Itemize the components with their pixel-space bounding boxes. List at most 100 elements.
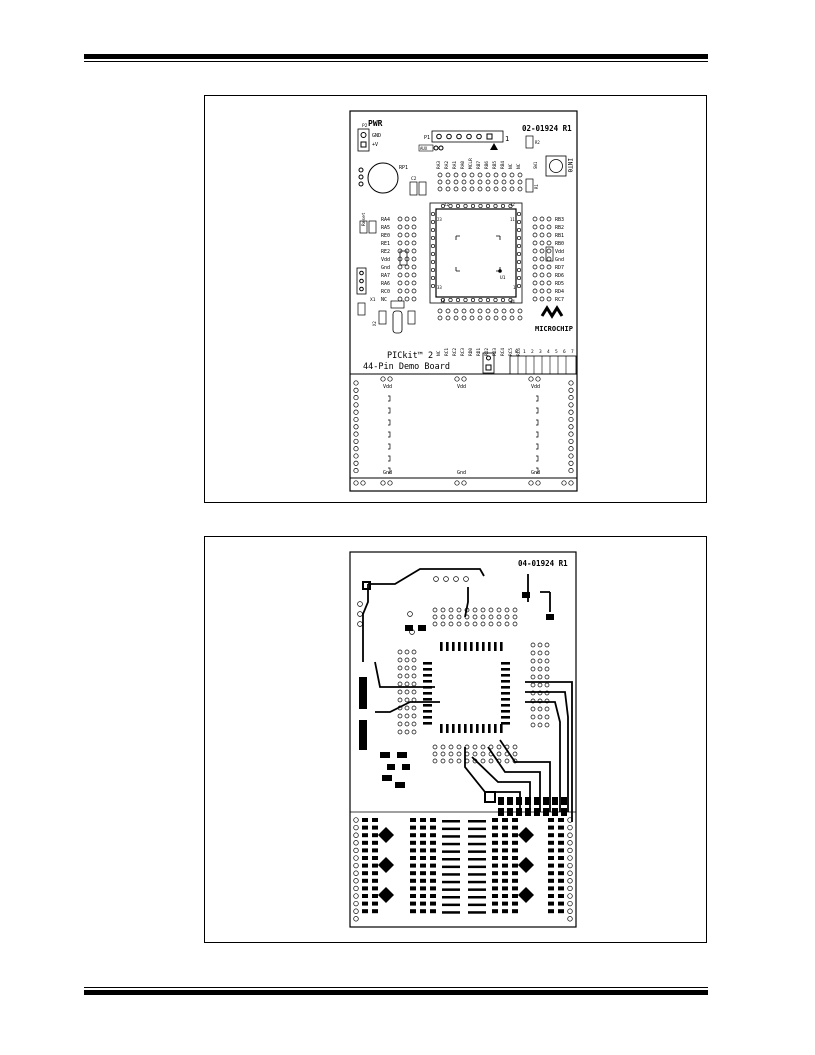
left-pin-labels: RA4 RA5 RE0 RE1 RE2 Vdd Gnd RA7 RA6 RC0 … [381,217,390,303]
svg-text:RC3: RC3 [460,348,466,356]
svg-text:RA1: RA1 [452,161,458,169]
svg-text:7: 7 [571,349,574,355]
svg-text:Vdd: Vdd [383,384,392,390]
svg-text:23: 23 [437,217,442,222]
svg-text:RD5: RD5 [555,281,564,287]
p1-header [431,130,504,143]
svg-text:MCLR: MCLR [468,158,474,169]
svg-text:RB4: RB4 [500,161,506,169]
x2-label: X2 [372,321,377,326]
svg-text:NC: NC [516,163,522,169]
right-pin-labels: RB3 RB2 RB1 RB0 Vdd Gnd RD7 RD6 RD5 RD4 … [555,217,564,303]
bottom-board-id: 04-01924 R1 [518,559,568,568]
svg-text:Gnd: Gnd [457,470,466,476]
silkscreen-drawing: PWR P2 GND +V P1 1 AUX 02-01924 R1 R2 IN… [349,110,578,492]
svg-text:22: 22 [444,202,449,207]
svg-text:RA2: RA2 [444,161,450,169]
svg-text:RC6: RC6 [516,348,522,356]
c-label: C2 [411,176,417,182]
proto-area: Vdd Vdd Vdd Gnd Gnd Gnd [383,384,540,476]
gnd-pin-label: GND [372,133,381,139]
svg-text:RD1: RD1 [476,348,482,356]
proto-copper-strips [362,818,564,914]
led-array: 0 1 2 3 4 5 6 7 [509,349,577,375]
bottom-holes [353,576,573,922]
sw1-label: SW1 [533,161,538,169]
top-figure-frame: PWR P2 GND +V P1 1 AUX 02-01924 R1 R2 IN… [204,95,707,503]
svg-text:RA5: RA5 [381,225,390,231]
header-rule-thin [84,61,708,62]
microchip-wordmark: MICROCHIP [535,325,573,333]
header-top-labels: RA3 RA2 RA1 RA0 MCLR RB7 RB6 RB5 RB4 NC … [436,158,522,169]
p2-label: P2 [362,123,368,129]
svg-text:12: 12 [510,202,515,207]
svg-text:RC0: RC0 [381,289,390,295]
svg-text:RD2: RD2 [484,348,490,356]
svg-text:Vdd: Vdd [381,257,390,263]
svg-text:RB3: RB3 [555,217,564,223]
vplus-pin-label: +V [372,142,378,148]
svg-text:RA3: RA3 [436,161,442,169]
int0-label: INT0 [566,158,573,173]
svg-text:0: 0 [515,349,518,355]
svg-text:5: 5 [555,349,558,355]
r2-label: R2 [535,140,540,145]
title-line1: PICkit™ 2 [387,351,433,361]
svg-text:RA4: RA4 [381,217,390,223]
svg-text:RE2: RE2 [381,249,390,255]
board-outline [349,110,578,492]
u1-qfp-outline [429,202,523,304]
svg-text:Gnd: Gnd [555,257,564,263]
svg-text:11: 11 [510,217,515,222]
p1-label: P1 [424,135,430,141]
svg-text:RC7: RC7 [555,297,564,303]
svg-text:Vdd: Vdd [531,384,540,390]
svg-text:RD0: RD0 [468,348,474,356]
header-rule-thick [84,54,708,59]
svg-text:Vdd: Vdd [457,384,466,390]
svg-text:RD7: RD7 [555,265,564,271]
x1-label: X1 [370,297,376,303]
svg-text:RC2: RC2 [452,348,458,356]
svg-text:Gnd: Gnd [531,470,540,476]
top-board-id: 02-01924 R1 [522,124,572,133]
crystal [392,310,403,334]
pin1-arrow [490,143,498,150]
reset-label: Reset [361,212,367,226]
svg-text:RA0: RA0 [460,161,466,169]
svg-text:RB1: RB1 [555,233,564,239]
p2-connector [357,128,370,152]
plated-through-holes [353,172,574,486]
svg-text:33: 33 [437,285,442,290]
svg-text:RC1: RC1 [444,348,450,356]
aux-label: AUX [420,146,428,151]
bottom-board-outline [349,551,577,928]
svg-text:RA6: RA6 [381,281,390,287]
svg-text:RE1: RE1 [381,241,390,247]
bottom-figure-frame: 04-01924 R1 [204,536,707,943]
footer-rule-thick [84,990,708,995]
pwr-label: PWR [368,119,383,128]
svg-text:RB6: RB6 [484,161,490,169]
sw1-switch [545,155,567,177]
svg-text:1: 1 [513,285,516,290]
r1-label: R1 [534,184,539,189]
rp1-label: RP1 [399,165,408,171]
svg-text:Vdd: Vdd [555,249,564,255]
svg-text:RE0: RE0 [381,233,390,239]
u1-label: U1 [500,275,506,281]
copper-traces [362,568,573,822]
svg-text:RD3: RD3 [492,348,498,356]
svg-text:6: 6 [563,349,566,355]
svg-text:Gnd: Gnd [381,265,390,271]
title-line2: 44-Pin Demo Board [363,362,450,372]
pin1-label: 1 [505,135,509,143]
svg-text:RB5: RB5 [492,161,498,169]
svg-text:RB2: RB2 [555,225,564,231]
svg-text:RB7: RB7 [476,161,482,169]
svg-text:RB0: RB0 [555,241,564,247]
jumper [482,352,495,374]
svg-text:1: 1 [523,349,526,355]
rp1-potentiometer [367,162,399,194]
p1-pins [436,133,493,140]
